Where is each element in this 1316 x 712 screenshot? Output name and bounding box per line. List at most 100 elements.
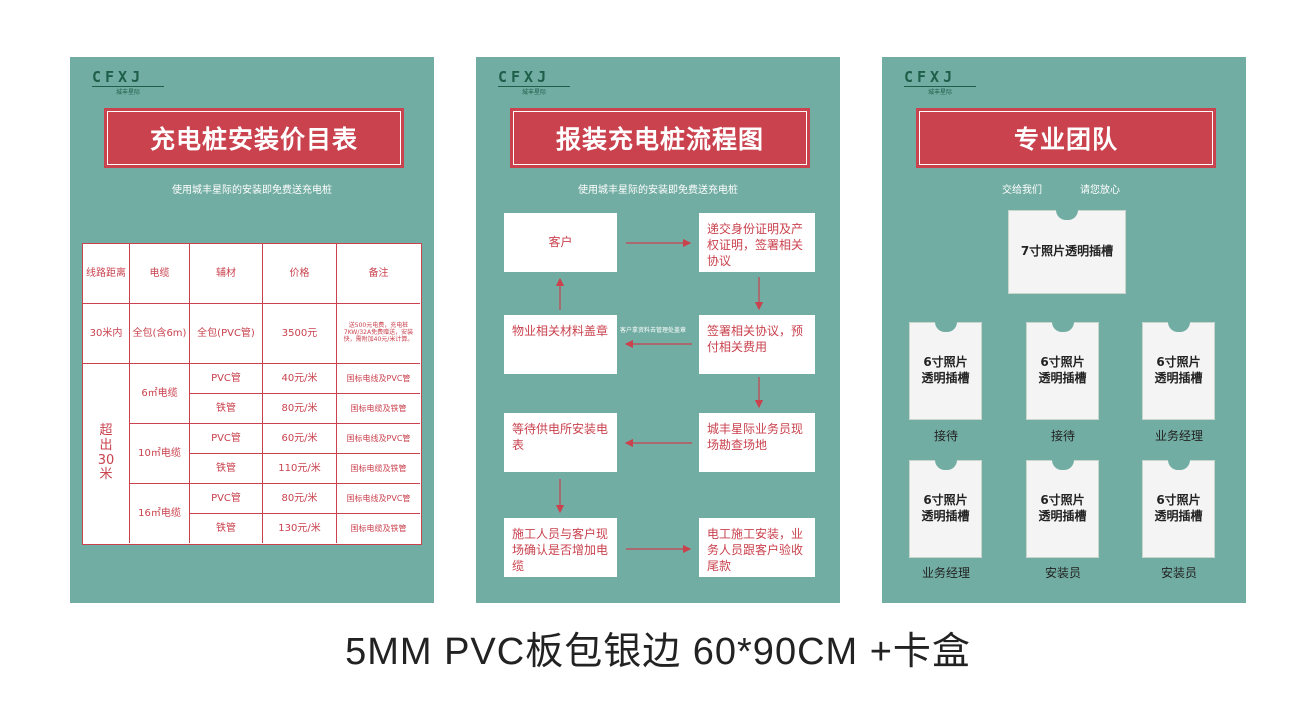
table-cell: 铁管 bbox=[190, 454, 263, 484]
table-cell: 3500元 bbox=[263, 304, 337, 364]
brand-logo: CFXJ 城丰星际 bbox=[498, 68, 570, 96]
table-header: 备注 bbox=[337, 244, 420, 304]
table-cell: PVC管 bbox=[190, 364, 263, 394]
slot-notch-icon bbox=[1051, 460, 1074, 470]
flow-note: 客户拿资料去管理处盖章 bbox=[620, 327, 687, 334]
table-cell: 国标电线及PVC管 bbox=[337, 484, 420, 514]
photo-slot-label: 6寸照片透明插槽 bbox=[921, 493, 969, 524]
photo-slot-label: 6寸照片透明插槽 bbox=[1038, 355, 1086, 386]
cable-spec: 6㎡电缆 bbox=[130, 364, 190, 424]
logo-mark: CFXJ bbox=[92, 68, 145, 86]
flowchart-panel: CFXJ 城丰星际 报装充电桩流程图 使用城丰星际的安装即免费送充电桩 客户 递… bbox=[476, 57, 840, 603]
flow-step-install-acceptance: 电工施工安装，业务人员跟客户验收尾款 bbox=[699, 518, 815, 577]
slot-notch-icon bbox=[1056, 210, 1078, 220]
table-cell: 80元/米 bbox=[263, 484, 337, 514]
panel-subtitle-left: 交给我们 bbox=[1002, 185, 1042, 196]
table-cell: 国标电缆及铁管 bbox=[337, 394, 420, 424]
slot-line: 透明插槽 bbox=[921, 371, 970, 385]
title-banner: 充电桩安装价目表 bbox=[104, 108, 404, 168]
slot-notch-icon bbox=[934, 460, 957, 470]
price-table: 线路距离 电缆 辅材 价格 备注 30米内 全包(含6m) 全包(PVC管) 3… bbox=[82, 243, 422, 545]
team-role: 业务经理 bbox=[921, 566, 970, 580]
slot-line: 透明插槽 bbox=[921, 509, 970, 523]
photo-slot-6inch: 6寸照片透明插槽 bbox=[1026, 460, 1099, 558]
photo-slot-6inch: 6寸照片透明插槽 bbox=[909, 322, 982, 420]
photo-slot-7inch: 7寸照片透明插槽 bbox=[1008, 210, 1126, 294]
table-cell: 60元/米 bbox=[263, 424, 337, 454]
table-cell: 40元/米 bbox=[263, 364, 337, 394]
table-cell: 全包(含6m) bbox=[130, 304, 190, 364]
logo-subtext: 城丰星际 bbox=[904, 86, 976, 96]
slot-line: 6寸照片 bbox=[1040, 493, 1085, 508]
flow-step-property-stamp: 物业相关材料盖章 bbox=[504, 315, 617, 374]
flow-step-meter-install: 等待供电所安装电表 bbox=[504, 413, 617, 472]
table-cell: 国标电线及PVC管 bbox=[337, 364, 420, 394]
photo-slot-6inch: 6寸照片透明插槽 bbox=[1026, 322, 1099, 420]
table-cell: 80元/米 bbox=[263, 394, 337, 424]
brand-logo: CFXJ 城丰星际 bbox=[92, 68, 164, 96]
table-cell: 国标电线及PVC管 bbox=[337, 424, 420, 454]
panel-subtitle: 使用城丰星际的安装即免费送充电桩 bbox=[172, 185, 332, 196]
title-banner: 报装充电桩流程图 bbox=[510, 108, 810, 168]
brand-logo: CFXJ 城丰星际 bbox=[904, 68, 976, 96]
slot-notch-icon bbox=[934, 322, 957, 332]
flow-step-submit-docs: 递交身份证明及产权证明，签署相关协议 bbox=[699, 213, 815, 272]
flow-arrows bbox=[555, 238, 764, 554]
slot-line: 6寸照片 bbox=[923, 493, 968, 508]
logo-subtext: 城丰星际 bbox=[92, 86, 164, 96]
photo-slot-label: 6寸照片透明插槽 bbox=[1154, 355, 1202, 386]
photo-slot-6inch: 6寸照片透明插槽 bbox=[1142, 322, 1215, 420]
slot-line: 透明插槽 bbox=[1038, 509, 1087, 523]
logo-subtext: 城丰星际 bbox=[498, 86, 570, 96]
photo-slot-label: 6寸照片透明插槽 bbox=[921, 355, 969, 386]
slot-line: 6寸照片 bbox=[923, 355, 968, 370]
table-cell: 全包(PVC管) bbox=[190, 304, 263, 364]
panel-subtitle: 使用城丰星际的安装即免费送充电桩 bbox=[578, 185, 738, 196]
table-cell: 130元/米 bbox=[263, 514, 337, 543]
photo-slot-6inch: 6寸照片透明插槽 bbox=[1142, 460, 1215, 558]
table-header: 电缆 bbox=[130, 244, 190, 304]
logo-mark: CFXJ bbox=[498, 68, 551, 86]
table-cell: 110元/米 bbox=[263, 454, 337, 484]
team-panel: CFXJ 城丰星际 专业团队 交给我们 请您放心 7寸照片透明插槽 6寸照片透明… bbox=[882, 57, 1246, 603]
team-role: 安装员 bbox=[1160, 566, 1197, 580]
table-header: 价格 bbox=[263, 244, 337, 304]
slot-notch-icon bbox=[1167, 322, 1190, 332]
table-cell: 国标电缆及铁管 bbox=[337, 454, 420, 484]
flow-step-confirm-cable: 施工人员与客户现场确认是否增加电缆 bbox=[504, 518, 617, 577]
team-role: 接待 bbox=[933, 429, 958, 443]
table-cell: 30米内 bbox=[83, 304, 130, 364]
over-distance-label: 超出30米 bbox=[83, 364, 130, 543]
team-role: 安装员 bbox=[1044, 566, 1081, 580]
photo-slot-6inch: 6寸照片透明插槽 bbox=[909, 460, 982, 558]
panel-title: 报装充电桩流程图 bbox=[513, 111, 807, 165]
panel-subtitle-right: 请您放心 bbox=[1080, 185, 1120, 196]
table-header: 辅材 bbox=[190, 244, 263, 304]
price-list-panel: CFXJ 城丰星际 充电桩安装价目表 使用城丰星际的安装即免费送充电桩 线路距离… bbox=[70, 57, 434, 603]
slot-notch-icon bbox=[1167, 460, 1190, 470]
cable-spec: 16㎡电缆 bbox=[130, 484, 190, 543]
cable-spec: 10㎡电缆 bbox=[130, 424, 190, 484]
product-spec-caption: 5MM PVC板包银边 60*90CM +卡盒 bbox=[345, 631, 971, 673]
slot-line: 透明插槽 bbox=[1154, 509, 1203, 523]
flow-step-customer: 客户 bbox=[504, 213, 617, 272]
slot-line: 6寸照片 bbox=[1040, 355, 1085, 370]
photo-slot-label: 6寸照片透明插槽 bbox=[1154, 493, 1202, 524]
slot-line: 透明插槽 bbox=[1154, 371, 1203, 385]
slot-line: 6寸照片 bbox=[1156, 493, 1201, 508]
team-role: 接待 bbox=[1050, 429, 1075, 443]
table-cell: 铁管 bbox=[190, 394, 263, 424]
slot-notch-icon bbox=[1051, 322, 1074, 332]
slot-line: 透明插槽 bbox=[1038, 371, 1087, 385]
logo-mark: CFXJ bbox=[904, 68, 957, 86]
flow-step-site-survey: 城丰星际业务员现场勘查场地 bbox=[699, 413, 815, 472]
photo-slot-label: 7寸照片透明插槽 bbox=[1020, 244, 1114, 259]
title-banner: 专业团队 bbox=[916, 108, 1216, 168]
table-cell-note: 送500元电费，充电桩7KW/32A免费赠送，安装快，需附加40元/米计算。 bbox=[337, 304, 420, 364]
table-cell: 铁管 bbox=[190, 514, 263, 543]
table-cell: PVC管 bbox=[190, 484, 263, 514]
photo-slot-label: 6寸照片透明插槽 bbox=[1038, 493, 1086, 524]
flow-step-sign-prepay: 签署相关协议，预付相关费用 bbox=[699, 315, 815, 374]
panel-title: 专业团队 bbox=[919, 111, 1213, 165]
panel-title: 充电桩安装价目表 bbox=[107, 111, 401, 165]
